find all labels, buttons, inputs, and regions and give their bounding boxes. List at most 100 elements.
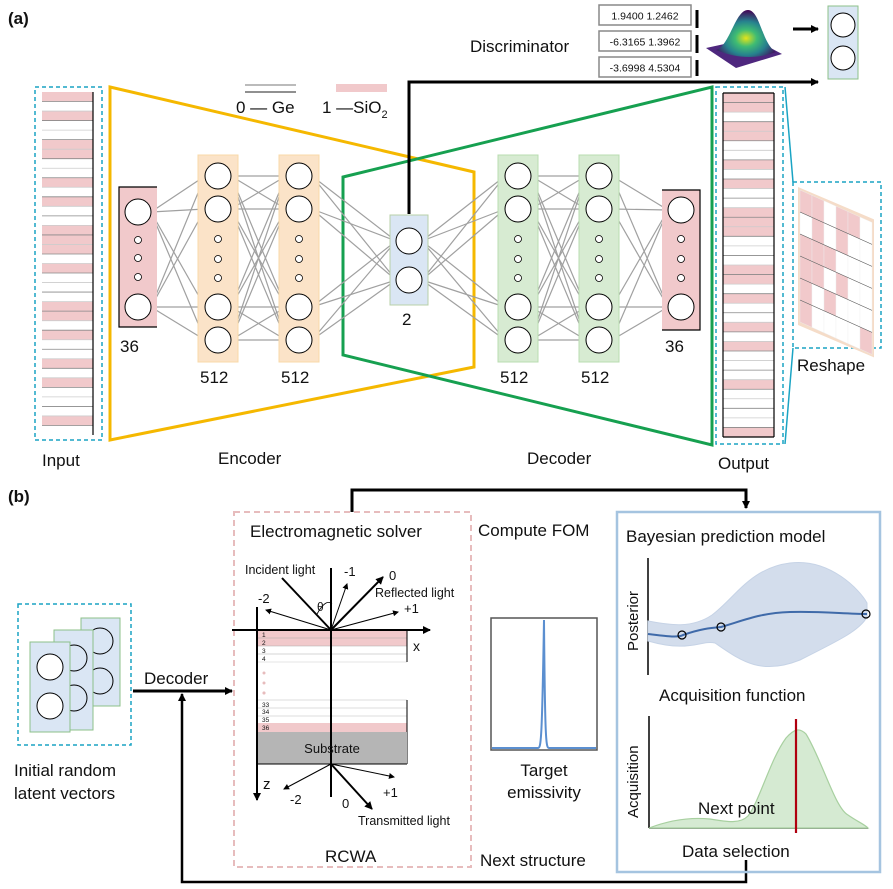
network-edge: [611, 175, 669, 308]
network-edge: [421, 175, 506, 242]
material-layer: [42, 139, 93, 150]
network-edge: [311, 175, 397, 281]
input-structure: [34, 86, 103, 441]
neuron: [124, 198, 152, 226]
target-emissivity-plot: [490, 617, 598, 751]
network-connections: [150, 175, 669, 341]
reshape-label: Reshape: [797, 356, 865, 375]
discriminator-vector: -3.6998 4.5304: [610, 63, 681, 75]
material-layer: [42, 101, 93, 112]
material-layer: [723, 169, 774, 179]
layer-size-decoder-hidden-2: 512: [581, 368, 609, 387]
material-layer: [42, 168, 93, 178]
material-layer: [42, 253, 93, 264]
network-edge: [611, 209, 669, 341]
material-layer: [42, 273, 93, 283]
network-edge: [311, 279, 397, 341]
latent-layer: [389, 214, 429, 306]
network-edge: [150, 306, 206, 341]
material-layer: [723, 245, 774, 256]
material-layer: [42, 396, 93, 407]
material-layer: [723, 188, 774, 199]
material-layer: [723, 274, 774, 285]
panel-b-label: (b): [8, 487, 30, 506]
substrate-label: Substrate: [304, 741, 360, 756]
material-layer: [723, 293, 774, 304]
discriminator-label: Discriminator: [470, 37, 570, 56]
material-layer: [723, 360, 774, 371]
material-layer: [42, 358, 93, 369]
material-layer: [42, 158, 93, 169]
neuron: [204, 293, 232, 321]
next-structure-label: Next structure: [480, 851, 586, 870]
order-label: 0: [342, 796, 349, 811]
ellipsis-neuron: [295, 235, 303, 243]
neuron: [395, 227, 423, 255]
material-layer: [42, 225, 93, 235]
network-edge: [150, 175, 206, 308]
transmitted-light-label: Transmitted light: [358, 814, 450, 828]
layer-size-latent: 2: [402, 310, 411, 329]
ellipsis-neuron: [295, 255, 303, 263]
ellipsis-neuron: [214, 235, 222, 243]
svg-text:4: 4: [262, 656, 266, 663]
decoder-hidden-layer-2: [578, 154, 620, 363]
network-edge: [611, 175, 669, 211]
material-layer: [723, 389, 774, 399]
material-layer: [723, 331, 774, 342]
material-layer: [723, 303, 774, 313]
material-layer: [723, 370, 774, 380]
posterior-axis-label: Posterior: [625, 591, 642, 651]
discriminator-output-latent: [827, 5, 859, 80]
legend-sio2: 1 —SiO2: [322, 98, 388, 121]
network-edge: [611, 306, 669, 341]
decoder-hidden-layer-1: [497, 154, 539, 363]
svg-text:3: 3: [262, 648, 266, 655]
neuron: [585, 293, 613, 321]
encoder-hidden-layer-2: [278, 154, 320, 363]
material-layer: [723, 265, 774, 275]
network-edge: [150, 208, 206, 213]
neuron: [504, 162, 532, 190]
decoder-arrow-label: Decoder: [144, 669, 209, 688]
data-selection-label: Data selection: [682, 842, 790, 861]
material-layer: [723, 121, 774, 132]
legend-ge: 0 — Ge: [236, 98, 295, 117]
material-layer: [42, 301, 93, 312]
material-layer: [42, 387, 93, 397]
material-layer: [723, 341, 774, 351]
network-edge: [530, 175, 587, 341]
encoder-label: Encoder: [218, 449, 282, 468]
ellipsis-neuron: [295, 274, 303, 282]
reshape-structure: [784, 86, 882, 445]
ellipsis-neuron: [134, 273, 142, 281]
material-layer: [723, 236, 774, 246]
material-layer: [723, 226, 774, 237]
ellipsis-neuron: [514, 255, 522, 263]
neuron: [285, 326, 313, 354]
material-layer: [42, 292, 93, 302]
material-layer: [723, 93, 774, 103]
target-label-line2: emissivity: [507, 783, 581, 802]
compute-fom-arrow: [350, 488, 750, 512]
material-layer: [42, 120, 93, 131]
material-layer: [42, 234, 93, 245]
material-layer: [42, 130, 93, 140]
encoder-input-layer: [118, 186, 157, 328]
neuron: [504, 195, 532, 223]
material-layer: [42, 377, 93, 388]
order-label: -2: [258, 591, 270, 606]
layer-border: [662, 189, 701, 331]
encoder-hidden-layer-1: [197, 154, 239, 363]
network-edge: [311, 175, 397, 242]
layer-size-decoder-output: 36: [665, 337, 684, 356]
bayesian-title: Bayesian prediction model: [626, 527, 825, 546]
target-label-line1: Target: [520, 761, 568, 780]
initial-vectors-label-line1: Initial random: [14, 761, 116, 780]
ellipsis-neuron: [595, 274, 603, 282]
material-layer: [723, 398, 774, 409]
material-layer: [42, 415, 93, 426]
material-layer: [42, 177, 93, 188]
incident-light-label: Incident light: [245, 563, 316, 577]
ellipsis-neuron: [595, 255, 603, 263]
